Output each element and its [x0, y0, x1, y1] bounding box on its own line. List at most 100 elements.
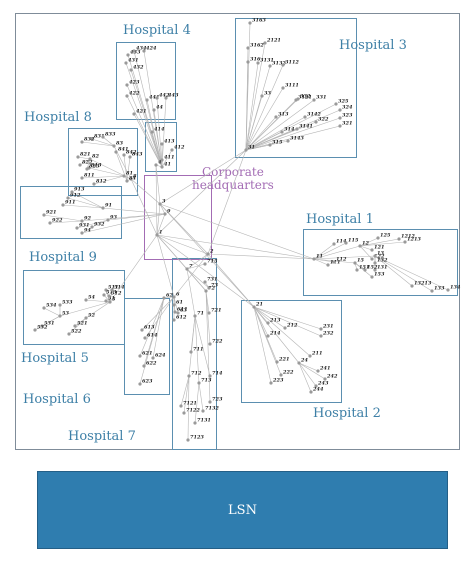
- node-label-313: 313: [278, 112, 289, 118]
- edge-24-241: [298, 362, 319, 372]
- edge-31-33: [245, 95, 263, 151]
- node-151: [355, 268, 359, 272]
- edge-72-722: [205, 290, 211, 345]
- edge-21-211: [253, 306, 311, 357]
- edge-84-842: [123, 154, 128, 182]
- node-115: [344, 241, 348, 245]
- node-1: [155, 233, 159, 237]
- node-label-813: 813: [91, 163, 102, 169]
- edge-713-7132: [198, 382, 204, 412]
- node-11: [312, 257, 316, 261]
- node-111: [326, 263, 330, 267]
- node-label-131: 131: [377, 265, 387, 271]
- edge-93-931: [76, 219, 109, 229]
- edge-1-2: [156, 234, 209, 255]
- node-label-84: 84: [129, 176, 136, 182]
- node-label-3163: 3163: [252, 18, 266, 24]
- node-921: [42, 213, 46, 217]
- node-1212: [397, 237, 401, 241]
- edge-71-713: [194, 315, 200, 384]
- node-label-832: 832: [84, 137, 95, 143]
- edge-712-7123: [187, 375, 190, 441]
- edge-41-412: [161, 149, 173, 168]
- edge-84-843: [126, 156, 131, 182]
- node-label-33: 33: [264, 91, 271, 97]
- edge-83-832: [81, 141, 115, 147]
- edge-91-912: [67, 197, 104, 209]
- node-label-442: 442: [159, 93, 170, 99]
- edge-12-121: [359, 245, 373, 251]
- node-153: [370, 275, 374, 279]
- node-label-133: 133: [434, 286, 445, 292]
- node-label-331: 331: [316, 95, 326, 101]
- node-82: [88, 157, 92, 161]
- edge-31-316: [245, 61, 249, 151]
- edge-53-532: [34, 315, 61, 331]
- node-125: [376, 236, 380, 240]
- node-134: [446, 288, 450, 292]
- node-label-214: 214: [269, 331, 281, 337]
- node-712: [187, 374, 191, 378]
- edge-24-244: [298, 362, 312, 393]
- node-72: [204, 289, 208, 293]
- node-label-722: 722: [212, 339, 223, 345]
- edge-41-441: [146, 99, 163, 168]
- node-21: [252, 305, 256, 309]
- node-322: [314, 120, 318, 124]
- node-832: [80, 140, 84, 144]
- node-213: [266, 321, 270, 325]
- node-62: [162, 296, 166, 300]
- edge-13-13213: [374, 255, 413, 287]
- node-121: [370, 248, 374, 252]
- node-931: [75, 226, 79, 230]
- node-label-823: 823: [89, 164, 100, 170]
- node-531: [40, 324, 44, 328]
- node-532: [33, 328, 37, 332]
- edge-31-321: [245, 125, 341, 151]
- node-133: [430, 289, 434, 293]
- edge-92-921: [43, 214, 83, 222]
- edge-11-12: [313, 245, 361, 260]
- node-label-424: 424: [146, 46, 157, 52]
- edge-1-6: [156, 234, 175, 298]
- edge-3-21: [159, 203, 255, 308]
- node-label-821: 821: [80, 152, 90, 158]
- edge-2-11: [207, 253, 315, 260]
- edge-24-243: [298, 362, 317, 387]
- node-612: [172, 318, 176, 322]
- node-3112: [281, 63, 285, 67]
- node-3163: [248, 21, 252, 25]
- edge-31-3142: [245, 116, 306, 151]
- node-label-421: 421: [136, 109, 146, 115]
- hq-label-line1: Corporate: [201, 165, 264, 179]
- node-label-611: 611: [177, 307, 187, 313]
- node-label-222: 222: [282, 370, 294, 376]
- node-label-4: 4: [158, 160, 162, 166]
- node-715: [203, 262, 207, 266]
- hospital-5-label: Hospital 5: [21, 351, 89, 366]
- edge-81-813: [88, 167, 125, 177]
- edge-7-73: [186, 268, 210, 289]
- node-label-81: 81: [126, 171, 133, 177]
- edge-7-72: [186, 268, 207, 292]
- node-424: [142, 49, 146, 53]
- node-521: [73, 324, 77, 328]
- node-label-324: 324: [342, 105, 353, 111]
- node-label-1212: 1212: [401, 234, 415, 240]
- node-label-911: 911: [65, 200, 75, 206]
- node-label-52: 52: [88, 313, 95, 319]
- node-13213: [410, 284, 414, 288]
- edge-82-822: [79, 158, 91, 166]
- node-label-412: 412: [174, 145, 185, 151]
- node-label-913: 913: [74, 187, 85, 193]
- node-label-612: 612: [176, 315, 187, 321]
- node-232: [319, 334, 323, 338]
- edge-31-314: [245, 131, 283, 151]
- hospital-6-box: [124, 298, 170, 395]
- node-label-41: 41: [164, 162, 171, 168]
- edge-62-624: [152, 297, 165, 359]
- node-91: [101, 206, 105, 210]
- node-label-613: 613: [144, 325, 155, 331]
- node-label-432: 432: [133, 65, 144, 71]
- hospital-2-box: [241, 300, 342, 403]
